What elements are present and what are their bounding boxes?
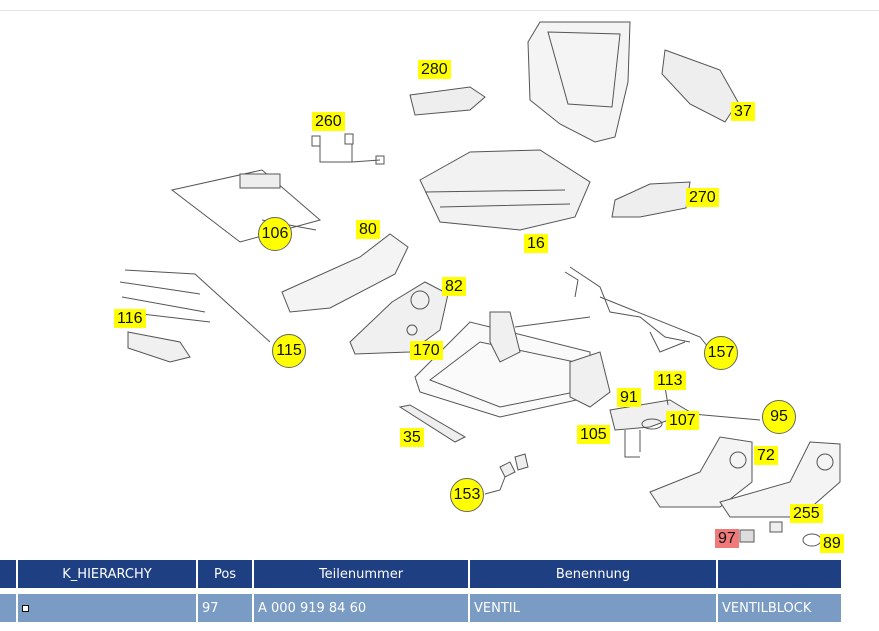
callout-170[interactable]: 170: [410, 341, 443, 360]
parts-table: K_HIERARCHY Pos Teilenummer Benennung 97…: [0, 560, 843, 622]
callout-157[interactable]: 157: [704, 336, 738, 370]
callout-80[interactable]: 80: [356, 220, 380, 239]
callout-105[interactable]: 105: [577, 425, 610, 444]
callout-97-selected[interactable]: 97: [715, 529, 739, 548]
top-divider: [0, 10, 879, 11]
table-header-row: K_HIERARCHY Pos Teilenummer Benennung: [0, 560, 843, 591]
callout-153[interactable]: 153: [450, 478, 484, 512]
callout-107[interactable]: 107: [666, 411, 699, 430]
row-pos: 97: [197, 588, 254, 622]
callout-72[interactable]: 72: [754, 446, 778, 465]
callout-260[interactable]: 260: [312, 112, 345, 131]
col-header-select: [0, 560, 18, 591]
row-teilenummer: A 000 919 84 60: [253, 588, 470, 622]
col-header-benennung[interactable]: Benennung: [469, 560, 718, 591]
col-header-pos[interactable]: Pos: [197, 560, 254, 591]
callout-82[interactable]: 82: [442, 277, 466, 296]
callout-113[interactable]: 113: [654, 371, 686, 390]
row-checkbox-cell[interactable]: [17, 588, 198, 622]
callout-106[interactable]: 106: [258, 217, 292, 251]
callout-37[interactable]: 37: [731, 102, 755, 121]
callout-115[interactable]: 115: [272, 334, 306, 368]
callout-280[interactable]: 280: [418, 60, 451, 79]
exploded-view-drawing: [119, 21, 841, 547]
callout-270[interactable]: 270: [686, 188, 719, 207]
callout-116[interactable]: 116: [114, 309, 146, 328]
callout-255[interactable]: 255: [790, 504, 823, 523]
col-header-teilenummer[interactable]: Teilenummer: [253, 560, 470, 591]
parts-diagram: 280 37 260 270 106 80 16 82 116 115 170 …: [0, 12, 850, 560]
callout-91[interactable]: 91: [617, 388, 641, 407]
table-row[interactable]: 97 A 000 919 84 60 VENTIL VENTILBLOCK: [0, 588, 843, 622]
row-select-cell: [0, 588, 18, 622]
callout-89[interactable]: 89: [820, 534, 844, 553]
callout-95[interactable]: 95: [762, 400, 796, 434]
col-header-extra: [717, 560, 843, 591]
row-checkbox[interactable]: [22, 604, 29, 612]
callout-35[interactable]: 35: [400, 428, 424, 447]
row-benennung: VENTIL: [469, 588, 718, 622]
callout-16[interactable]: 16: [524, 234, 548, 253]
row-extra: VENTILBLOCK: [717, 588, 843, 622]
col-header-k-hierarchy[interactable]: K_HIERARCHY: [17, 560, 198, 591]
